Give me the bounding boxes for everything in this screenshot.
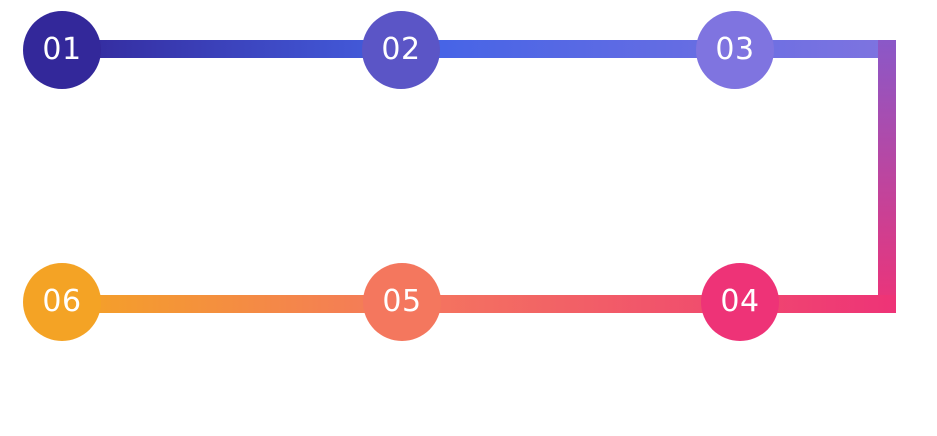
step-number: 02: [381, 32, 421, 67]
step-circle-01: 01: [23, 11, 101, 89]
step-circle-04: 04: [701, 263, 779, 341]
step-number: 06: [42, 284, 82, 319]
step-circle-03: 03: [696, 11, 774, 89]
step-circle-06: 06: [23, 263, 101, 341]
step-number: 05: [382, 284, 422, 319]
step-number: 04: [720, 284, 760, 319]
step-number: 01: [42, 32, 82, 67]
connector-top-segment: [60, 40, 896, 58]
connector-right-segment: [878, 40, 896, 313]
step-circle-05: 05: [363, 263, 441, 341]
step-circle-02: 02: [362, 11, 440, 89]
step-number: 03: [715, 32, 755, 67]
connector-bottom-segment: [60, 295, 896, 313]
